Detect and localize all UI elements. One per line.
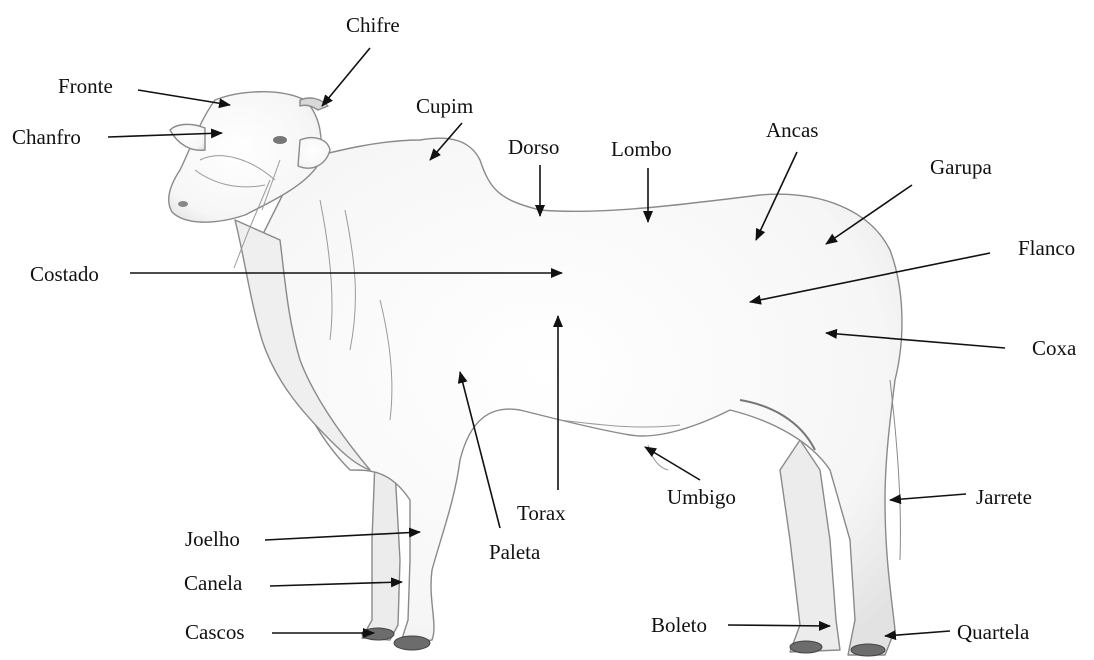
label-lombo: Lombo <box>611 139 672 160</box>
label-flanco: Flanco <box>1018 238 1075 259</box>
arrow-chifre <box>322 48 370 106</box>
label-torax: Torax <box>517 503 566 524</box>
label-canela: Canela <box>184 573 242 594</box>
arrow-umbigo <box>645 447 700 480</box>
label-umbigo: Umbigo <box>667 487 736 508</box>
label-paleta: Paleta <box>489 542 540 563</box>
label-dorso: Dorso <box>508 137 559 158</box>
label-cupim: Cupim <box>416 96 473 117</box>
arrow-fronte <box>138 90 230 105</box>
cow-illustration <box>169 92 902 655</box>
label-cascos: Cascos <box>185 622 245 643</box>
label-joelho: Joelho <box>185 529 240 550</box>
label-chanfro: Chanfro <box>12 127 81 148</box>
label-coxa: Coxa <box>1032 338 1076 359</box>
label-jarrete: Jarrete <box>976 487 1032 508</box>
label-boleto: Boleto <box>651 615 707 636</box>
arrow-jarrete <box>890 494 966 500</box>
label-fronte: Fronte <box>58 76 113 97</box>
label-chifre: Chifre <box>346 15 400 36</box>
label-quartela: Quartela <box>957 622 1029 643</box>
label-ancas: Ancas <box>766 120 818 141</box>
arrow-boleto <box>728 625 830 626</box>
label-costado: Costado <box>30 264 99 285</box>
label-garupa: Garupa <box>930 157 992 178</box>
